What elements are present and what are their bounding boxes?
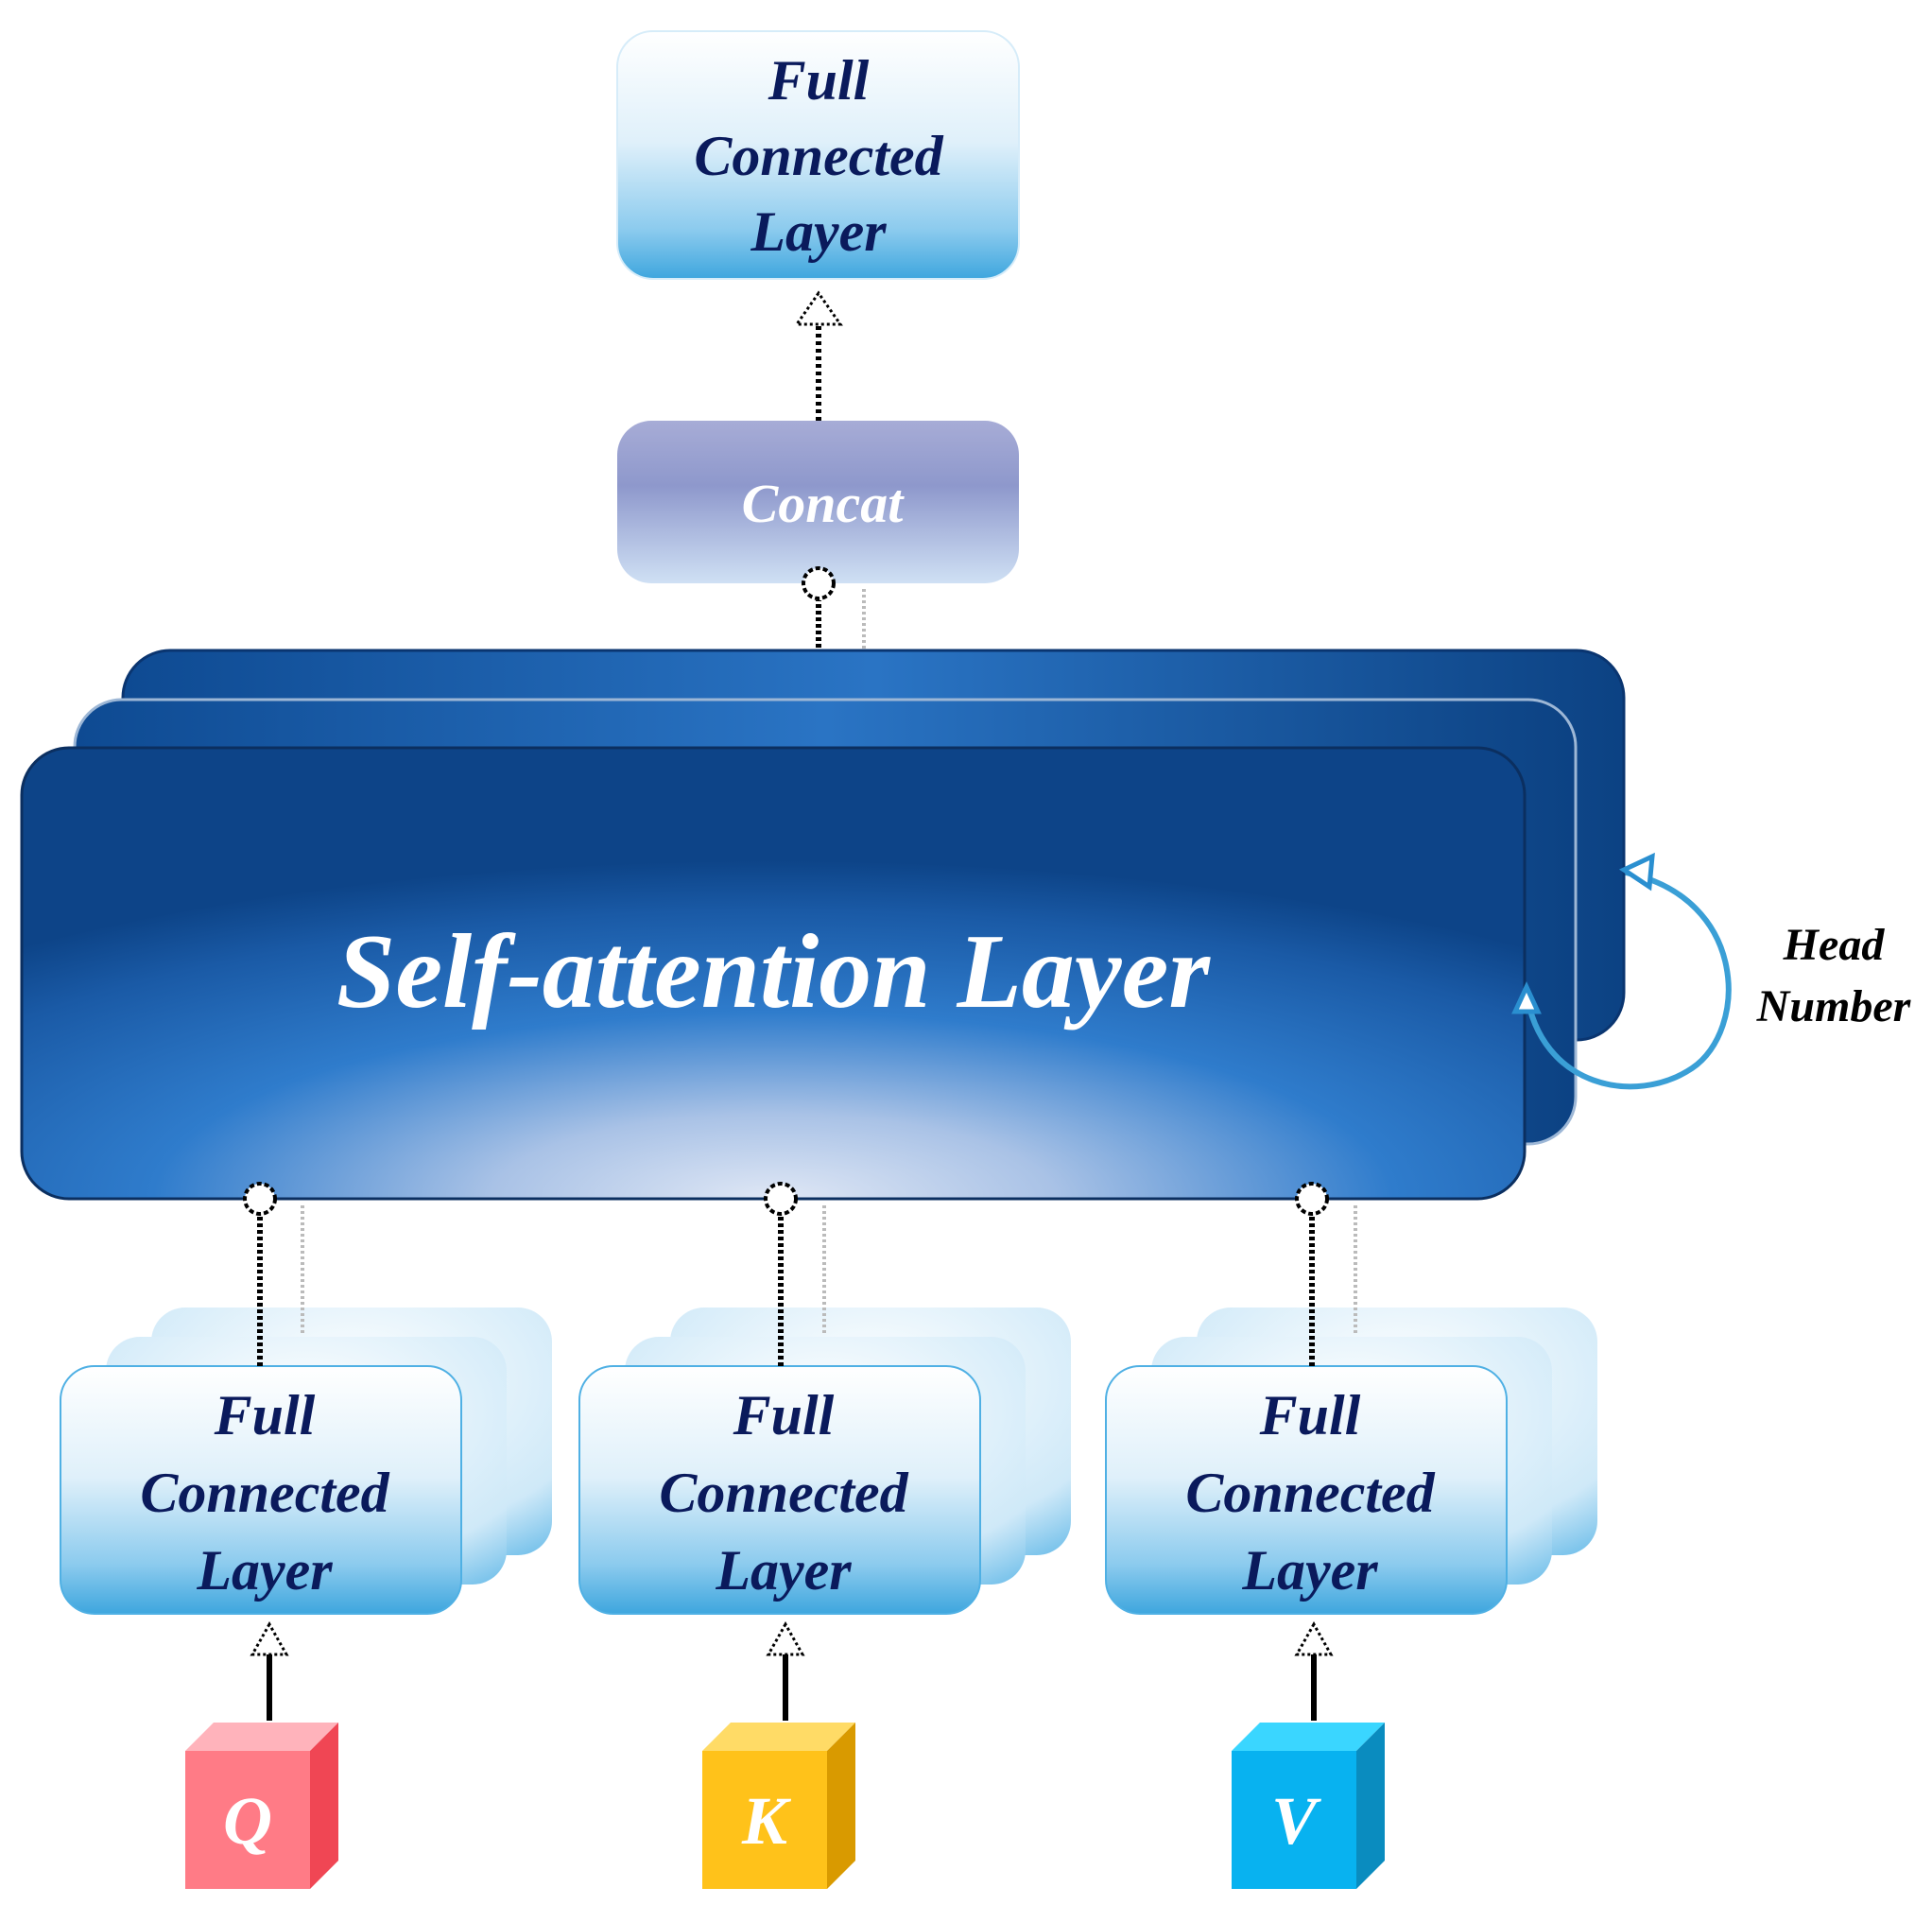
connector-fc-v-to-attention [1295, 1182, 1357, 1366]
head-number-line2: Number [1756, 981, 1912, 1031]
self-attention-stack: Self-attention Layer [20, 649, 1626, 1201]
fc-stack-v: Full Connected Layer [1105, 1308, 1597, 1615]
connector-fc-q-to-attention [243, 1182, 304, 1366]
top-fc-layer: Full Connected Layer [616, 30, 1020, 280]
q-label: Q [223, 1783, 272, 1859]
v-cube: V [1232, 1723, 1385, 1889]
concat-label: Concat [742, 473, 906, 534]
head-number-loop-arrow [1511, 852, 1732, 1090]
fc-v-line2: Connected [1185, 1462, 1435, 1524]
arrow-v-to-fc [1294, 1620, 1334, 1721]
arrow-k-to-fc [766, 1620, 805, 1721]
arrow-concat-to-top-fc [794, 290, 843, 421]
top-fc-line1: Full [768, 49, 870, 112]
fc-stack-q: Full Connected Layer [60, 1308, 552, 1615]
fc-q-line2: Connected [140, 1462, 389, 1524]
fc-k-line3: Layer [715, 1539, 852, 1602]
k-cube: K [702, 1723, 855, 1889]
fc-k-line2: Connected [659, 1462, 908, 1524]
v-label: V [1271, 1783, 1321, 1859]
top-fc-line2: Connected [694, 125, 943, 187]
arrow-q-to-fc [250, 1620, 289, 1721]
fc-stack-k: Full Connected Layer [578, 1308, 1071, 1615]
q-cube: Q [185, 1723, 338, 1889]
fc-q-line3: Layer [196, 1539, 333, 1602]
head-number-line1: Head [1783, 920, 1886, 970]
fc-k-line1: Full [733, 1384, 835, 1446]
concat-box: Concat [617, 421, 1019, 583]
k-label: K [741, 1783, 792, 1859]
top-fc-line3: Layer [750, 200, 887, 263]
fc-q-line1: Full [214, 1384, 316, 1446]
self-attention-label: Self-attention Layer [336, 913, 1211, 1030]
fc-v-line3: Layer [1241, 1539, 1378, 1602]
fc-v-line1: Full [1259, 1384, 1361, 1446]
connector-fc-k-to-attention [764, 1182, 826, 1366]
